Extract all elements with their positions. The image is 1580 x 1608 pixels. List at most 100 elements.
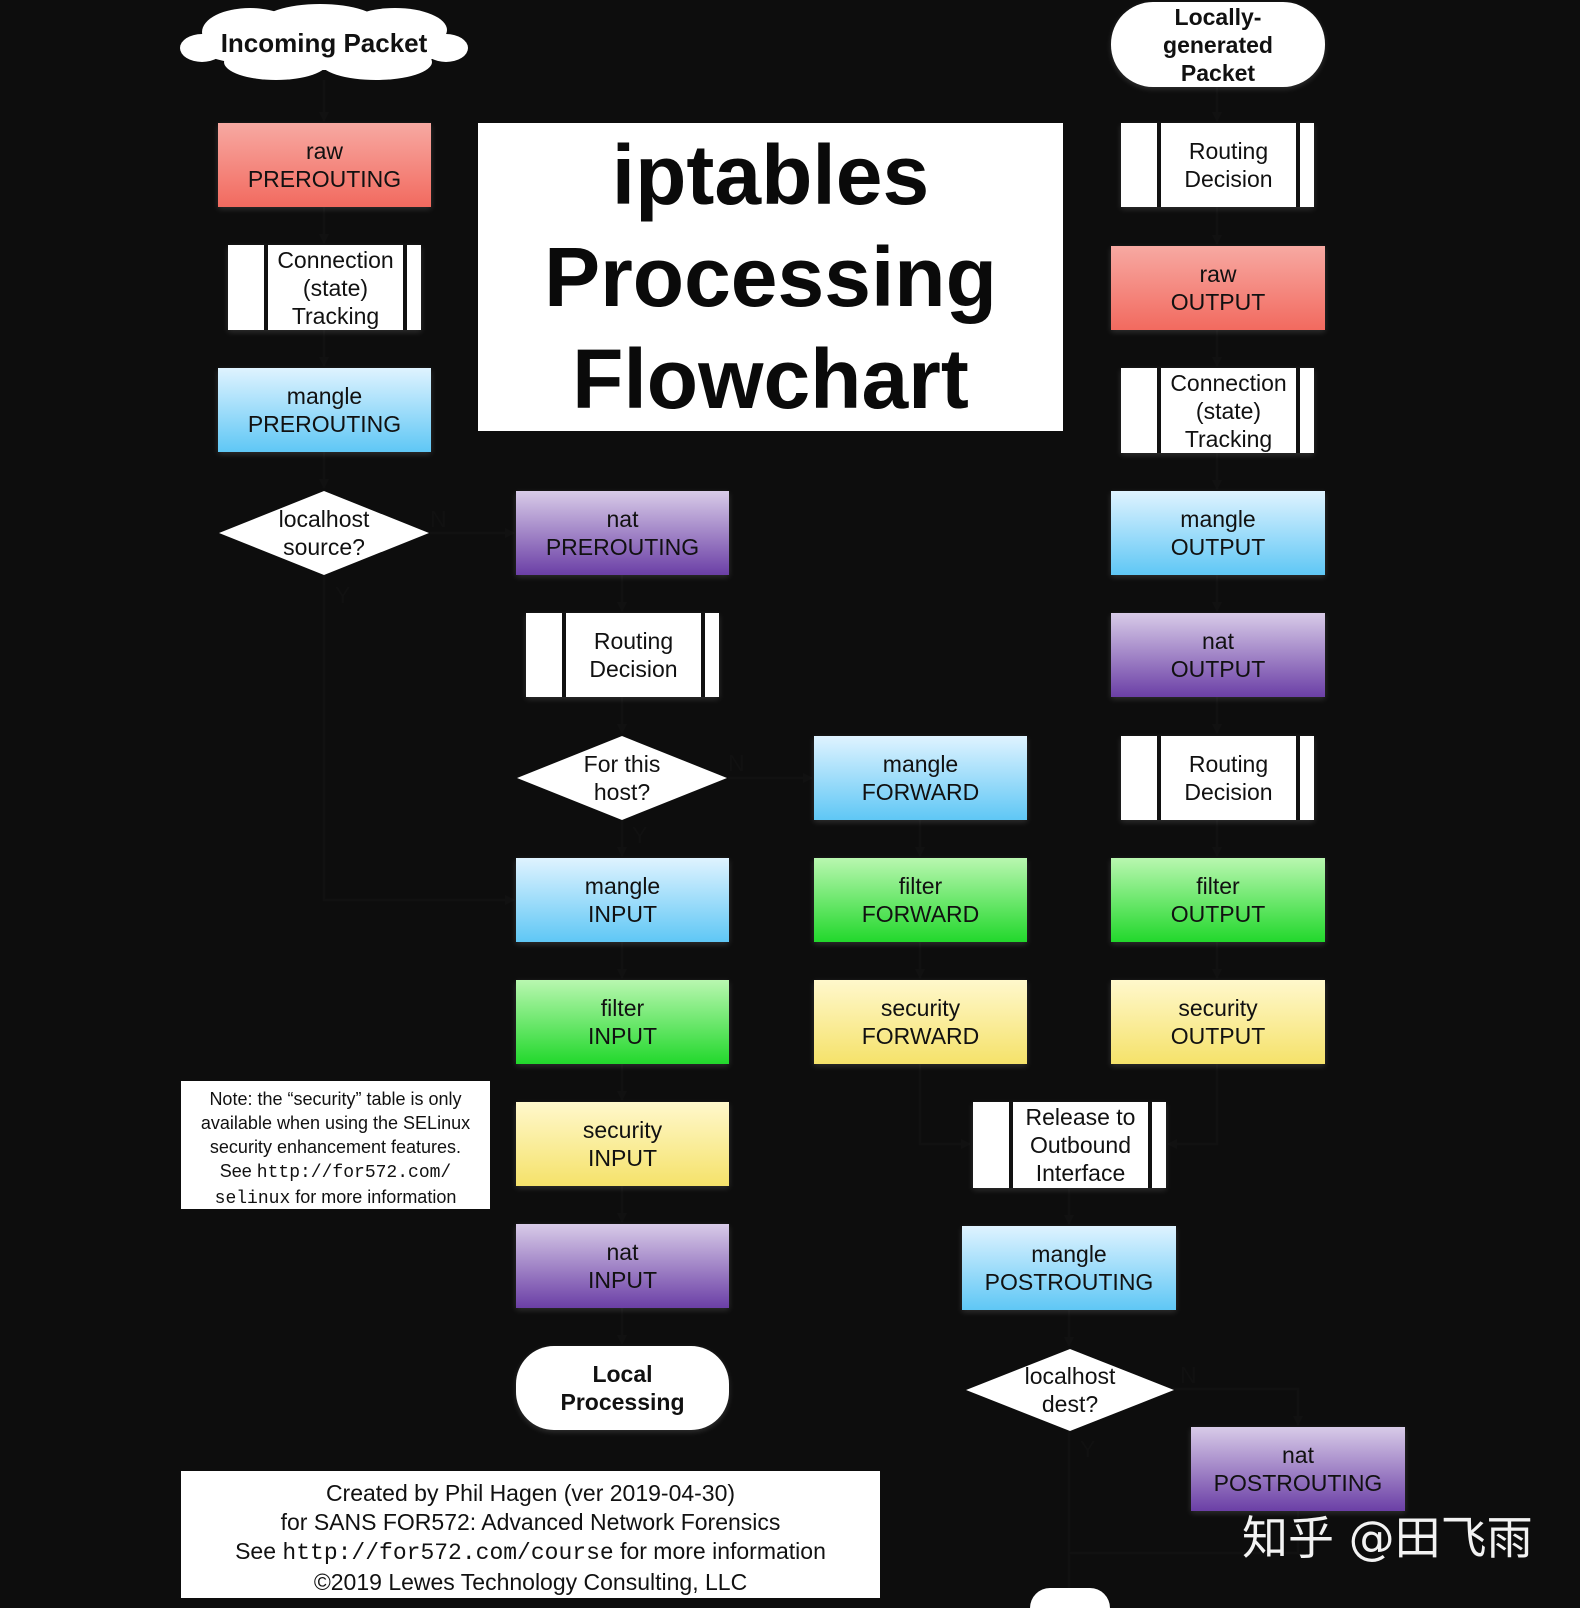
chain-label: FORWARD: [861, 1023, 980, 1049]
connection-tracking-right: Connection (state) Tracking: [1121, 368, 1314, 453]
note-see: See: [219, 1161, 257, 1181]
yes-label: Y: [632, 822, 648, 848]
credits-line-3: See http://for572.com/course for more in…: [181, 1537, 880, 1568]
title-line-1: iptables: [611, 128, 930, 222]
local-gen-line-1: Locally-: [1174, 3, 1262, 30]
decision-line-2: source?: [283, 534, 365, 560]
decision-line-1: For this: [583, 751, 661, 777]
local-processing: Local Processing: [516, 1346, 729, 1430]
decision-line-2: host?: [593, 779, 651, 805]
table-label: security: [1178, 995, 1258, 1021]
decision-line-2: dest?: [1041, 1391, 1099, 1417]
mangle-output: mangle OUTPUT: [1111, 491, 1325, 575]
chain-label: PREROUTING: [247, 166, 402, 192]
mangle-postrouting: mangle POSTROUTING: [962, 1226, 1176, 1310]
conn-line-1: Connection: [277, 246, 394, 273]
chain-label: INPUT: [588, 1267, 657, 1293]
table-label: mangle: [1180, 506, 1256, 532]
table-label: mangle: [286, 383, 363, 409]
table-label: nat: [1202, 628, 1234, 654]
security-input: security INPUT: [516, 1102, 729, 1186]
routing-decision-output-1: Routing Decision: [1121, 123, 1314, 207]
selinux-note: Note: the “security” table is only avail…: [181, 1081, 490, 1209]
routing-line-1: Routing: [1188, 751, 1269, 777]
mangle-prerouting: mangle PREROUTING: [218, 368, 431, 452]
routing-decision-output-2: Routing Decision: [1121, 736, 1314, 820]
table-label: mangle: [584, 873, 661, 899]
note-line-2: available when using the SELinux: [200, 1113, 471, 1133]
local-gen-line-3: Packet: [1180, 59, 1256, 86]
no-label: N: [1180, 1362, 1197, 1388]
watermark: 知乎 @田飞雨: [1242, 1511, 1533, 1565]
for-this-host-decision: For this host?: [516, 735, 728, 821]
title-line-2: Processing: [544, 230, 997, 324]
release-line-2: Outbound: [1029, 1132, 1132, 1158]
table-label: nat: [1282, 1442, 1314, 1468]
raw-prerouting: raw PREROUTING: [218, 123, 431, 207]
mangle-forward: mangle FORWARD: [814, 736, 1027, 820]
no-label: N: [728, 750, 745, 776]
release-line-1: Release to: [1025, 1104, 1136, 1130]
local-gen-line-2: generated: [1163, 31, 1273, 58]
routing-line-2: Decision: [1184, 779, 1273, 805]
decision-line-1: localhost: [1024, 1363, 1116, 1389]
table-label: mangle: [882, 751, 959, 777]
note-line-4: See http://for572.com/: [181, 1159, 490, 1185]
conn-line-3: Tracking: [1184, 425, 1273, 452]
chain-label: INPUT: [588, 1145, 657, 1171]
filter-input: filter INPUT: [516, 980, 729, 1064]
chain-label: INPUT: [588, 1023, 657, 1049]
security-forward: security FORWARD: [814, 980, 1027, 1064]
incoming-packet-cloud: Incoming Packet: [180, 4, 468, 82]
table-label: filter: [898, 873, 943, 899]
credits-more-info: for more information: [613, 1538, 826, 1564]
release-line-3: Interface: [1035, 1160, 1126, 1186]
nat-input: nat INPUT: [516, 1224, 729, 1308]
credits-box: Created by Phil Hagen (ver 2019-04-30) f…: [181, 1471, 880, 1598]
note-more-info: for more information: [290, 1187, 457, 1207]
localhost-source-decision: localhost source?: [218, 490, 430, 576]
locally-generated-packet: Locally- generated Packet: [1111, 2, 1325, 87]
table-label: security: [880, 995, 961, 1021]
routing-line-1: Routing: [1188, 138, 1269, 164]
routing-line-2: Decision: [589, 656, 678, 682]
credits-line-4: ©2019 Lewes Technology Consulting, LLC: [313, 1569, 748, 1595]
conn-line-2: (state): [302, 274, 369, 301]
incoming-packet-label: Incoming Packet: [220, 27, 428, 58]
credits-see: See: [235, 1538, 283, 1564]
raw-output: raw OUTPUT: [1111, 246, 1325, 330]
no-label: N: [430, 506, 447, 532]
table-label: security: [582, 1117, 663, 1143]
note-line-5: selinux for more information: [181, 1185, 490, 1211]
nat-postrouting: nat POSTROUTING: [1191, 1427, 1405, 1511]
conn-line-1: Connection: [1170, 369, 1287, 396]
credits-url: http://for572.com/course: [282, 1540, 614, 1566]
table-label: nat: [606, 506, 639, 532]
yes-label: Y: [1080, 1436, 1096, 1462]
chain-label: OUTPUT: [1170, 656, 1266, 682]
note-url-part-2: selinux: [214, 1189, 291, 1209]
chain-label: OUTPUT: [1170, 901, 1266, 927]
chain-label: FORWARD: [861, 901, 980, 927]
chain-label: POSTROUTING: [1213, 1470, 1383, 1496]
security-output: security OUTPUT: [1111, 980, 1325, 1064]
table-label: filter: [600, 995, 645, 1021]
table-label: mangle: [1031, 1241, 1107, 1267]
conn-line-3: Tracking: [291, 302, 380, 329]
localhost-dest-decision: localhost dest?: [965, 1348, 1175, 1432]
routing-line-2: Decision: [1184, 166, 1273, 192]
table-label: filter: [1196, 873, 1240, 899]
release-to-outbound: Release to Outbound Interface: [973, 1102, 1166, 1188]
chain-label: PREROUTING: [247, 411, 402, 437]
note-line-1: Note: the “security” table is only: [209, 1089, 462, 1109]
connection-tracking-left: Connection (state) Tracking: [228, 245, 421, 330]
filter-forward: filter FORWARD: [814, 858, 1027, 942]
decision-line-1: localhost: [278, 506, 370, 532]
chain-label: PREROUTING: [545, 534, 700, 560]
title-line-3: Flowchart: [572, 332, 969, 426]
yes-label: Y: [335, 582, 351, 608]
chain-label: OUTPUT: [1170, 534, 1266, 560]
routing-line-1: Routing: [593, 628, 674, 654]
note-line-3: security enhancement features.: [209, 1137, 462, 1157]
flowchart-title: iptables Processing Flowchart: [478, 123, 1063, 431]
